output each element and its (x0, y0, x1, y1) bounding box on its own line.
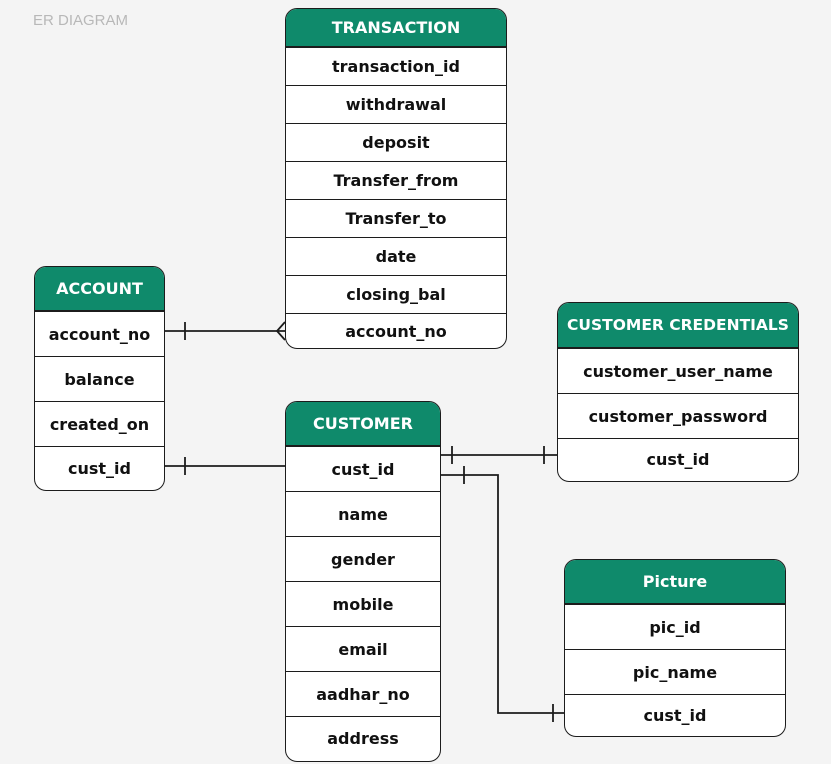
field-cust-id: cust_id (558, 438, 798, 480)
rel-customer-picture (441, 466, 564, 722)
field-cust-id: cust_id (286, 446, 440, 491)
entity-picture[interactable]: Picture pic_id pic_name cust_id (564, 559, 786, 737)
entity-title: TRANSACTION (286, 9, 506, 47)
page-label: ER DIAGRAM (33, 12, 129, 29)
field-mobile: mobile (286, 581, 440, 626)
entity-customer[interactable]: CUSTOMER cust_id name gender mobile emai… (285, 401, 441, 762)
field-deposit: deposit (286, 123, 506, 161)
field-cust-id: cust_id (35, 446, 164, 489)
field-transfer-from: Transfer_from (286, 161, 506, 199)
field-cust-id: cust_id (565, 694, 785, 735)
field-aadhar-no: aadhar_no (286, 671, 440, 716)
rel-customer-credentials (441, 446, 557, 464)
field-address: address (286, 716, 440, 760)
field-created-on: created_on (35, 401, 164, 446)
field-date: date (286, 237, 506, 275)
field-customer-user-name: customer_user_name (558, 348, 798, 393)
field-account-no: account_no (35, 311, 164, 356)
rel-account-customer (165, 457, 285, 475)
field-withdrawal: withdrawal (286, 85, 506, 123)
entity-transaction[interactable]: TRANSACTION transaction_id withdrawal de… (285, 8, 507, 349)
field-customer-password: customer_password (558, 393, 798, 438)
entity-title: Picture (565, 560, 785, 604)
entity-title: CUSTOMER (286, 402, 440, 446)
entity-customer-credentials[interactable]: CUSTOMER CREDENTIALS customer_user_name … (557, 302, 799, 482)
entity-title: CUSTOMER CREDENTIALS (558, 303, 798, 348)
field-name: name (286, 491, 440, 536)
field-closing-bal: closing_bal (286, 275, 506, 313)
field-gender: gender (286, 536, 440, 581)
crowfoot-marker (275, 321, 286, 341)
field-pic-name: pic_name (565, 649, 785, 694)
entity-account[interactable]: ACCOUNT account_no balance created_on cu… (34, 266, 165, 491)
field-account-no: account_no (286, 313, 506, 348)
field-balance: balance (35, 356, 164, 401)
field-email: email (286, 626, 440, 671)
field-pic-id: pic_id (565, 604, 785, 649)
rel-account-transaction (165, 321, 286, 341)
entity-title: ACCOUNT (35, 267, 164, 311)
field-transfer-to: Transfer_to (286, 199, 506, 237)
field-transaction-id: transaction_id (286, 47, 506, 85)
